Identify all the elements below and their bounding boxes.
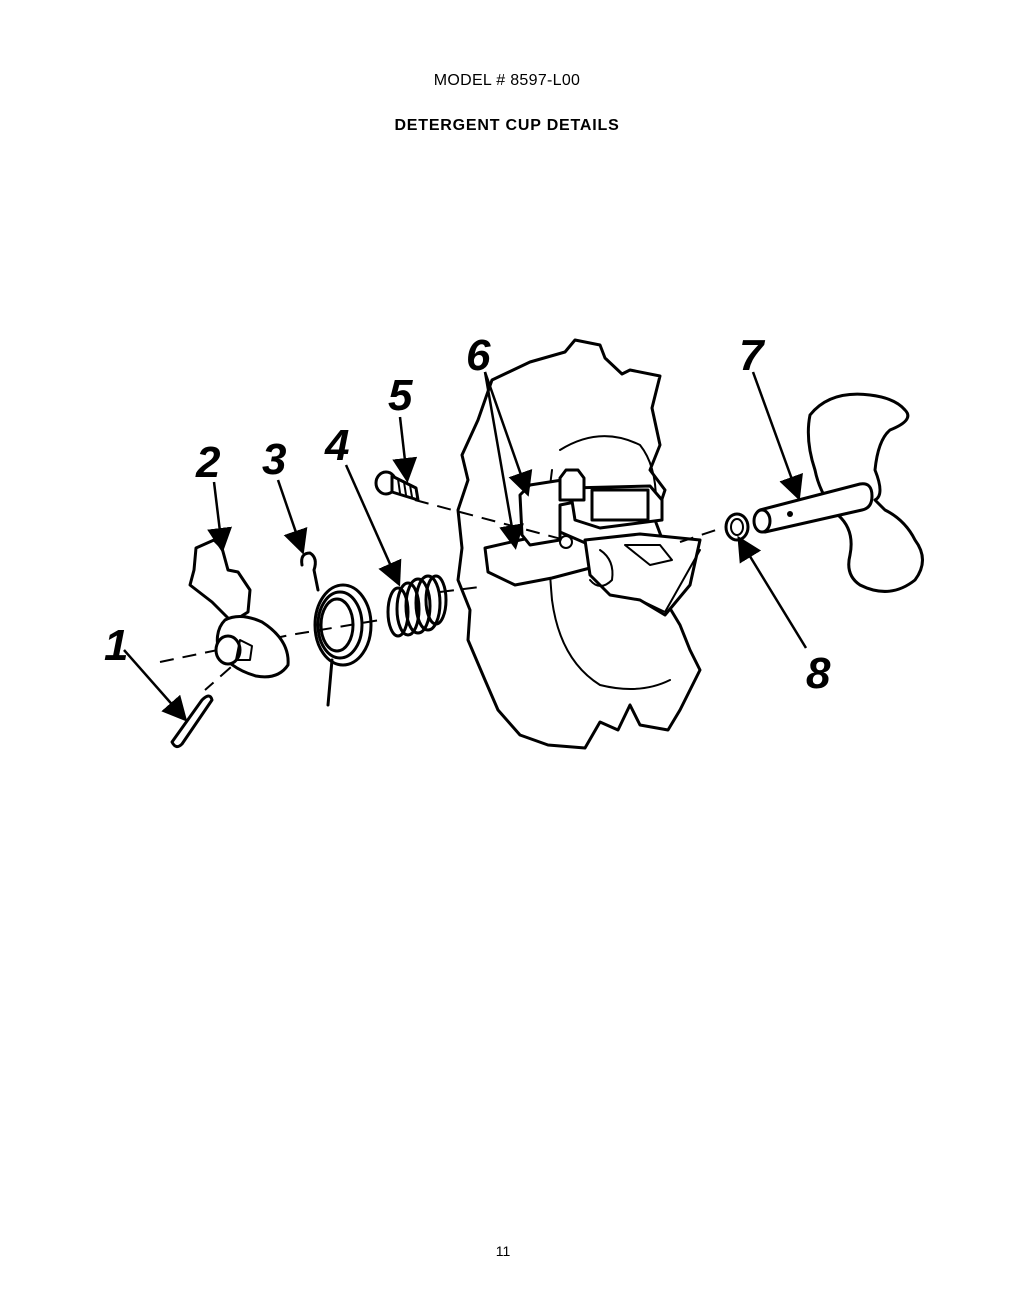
callout-8: 8 bbox=[806, 649, 831, 698]
part-3-torsion-spring bbox=[300, 551, 373, 707]
callout-7: 7 bbox=[739, 331, 766, 380]
page-title: DETERGENT CUP DETAILS bbox=[394, 117, 620, 134]
part-2-actuator-cam bbox=[188, 538, 290, 679]
page-number: 11 bbox=[495, 1243, 511, 1259]
part-5-screw bbox=[374, 470, 420, 502]
callout-1: 1 bbox=[104, 621, 128, 670]
callout-3: 3 bbox=[262, 435, 286, 484]
model-number: MODEL # 8597-L00 bbox=[433, 72, 581, 89]
callout-6: 6 bbox=[466, 331, 491, 380]
callout-5: 5 bbox=[388, 371, 413, 420]
part-1-roll-pin bbox=[170, 694, 214, 749]
callout-4: 4 bbox=[324, 421, 349, 470]
part-7-knob-shaft bbox=[752, 392, 924, 593]
latch-bracket bbox=[483, 468, 702, 617]
leader-lines bbox=[123, 371, 808, 722]
callout-2: 2 bbox=[195, 438, 221, 487]
assembly-axis-line bbox=[159, 619, 381, 663]
part-8-retaining-ring bbox=[724, 512, 750, 542]
part-4-compression-spring bbox=[386, 574, 448, 638]
